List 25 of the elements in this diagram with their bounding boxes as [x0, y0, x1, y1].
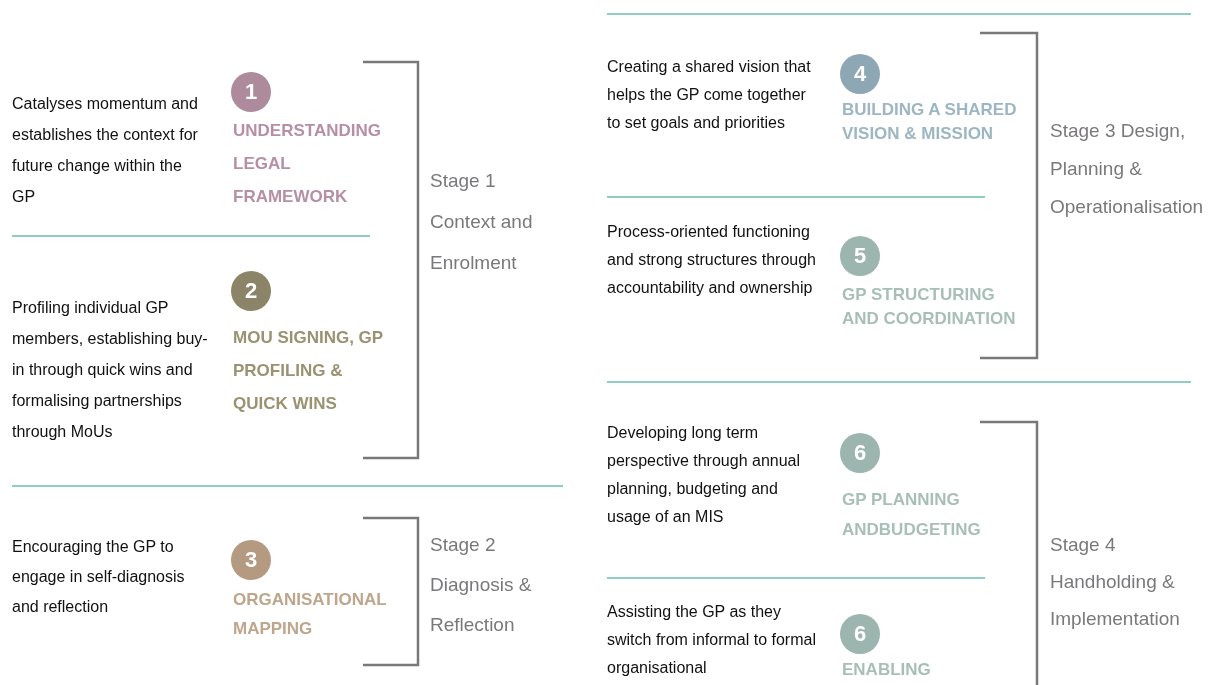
description-text: Catalyses momentum and establishes the context for future change within the GP: [12, 94, 199, 207]
step-title: ORGANISATIONAL MAPPING: [233, 589, 385, 640]
description-text: Creating a shared vision that helps the GP come together to set goals and priorities: [607, 57, 812, 133]
step-title: ENABLING: [842, 659, 932, 681]
stage-label: Stage 3 Design, Planning & Operationalisation: [1050, 119, 1205, 219]
stage-label: Stage 4 Handholding & Implementation: [1050, 533, 1181, 631]
step-title: BUILDING A SHARED VISION & MISSION: [842, 99, 1018, 145]
step-title: UNDERSTANDING LEGAL FRAMEWORK: [233, 120, 382, 208]
description-text: Developing long term perspective through annual planning, budgeting and usage of an MIS: [607, 423, 802, 527]
description-text: Assisting the GP as they switch from informal to formal organisational: [607, 602, 817, 678]
number-circle: 3: [231, 540, 271, 580]
step-title: MOU SIGNING, GP PROFILING & QUICK WINS: [233, 327, 384, 415]
step-title: GP STRUCTURING AND COORDINATION: [842, 284, 1017, 330]
description-text: Process-oriented functioning and strong structures through accountability and ownership: [607, 222, 817, 298]
number-circle: 6: [840, 614, 880, 654]
number-circle: 1: [231, 72, 271, 112]
description-text: Encouraging the GP to engage in self-diagnosis and reflection: [12, 537, 186, 617]
stage-label: Stage 1 Context and Enrolment: [430, 169, 534, 275]
number-circle: 5: [840, 236, 880, 276]
number-circle: 4: [840, 54, 880, 94]
step-title: GP PLANNING ANDBUDGETING: [842, 489, 982, 541]
number-circle: 6: [840, 433, 880, 473]
stage-label: Stage 2 Diagnosis & Reflection: [430, 533, 533, 637]
number-circle: 2: [231, 271, 271, 311]
description-text: Profiling individual GP members, establishing buy-in through quick wins and formalising partnerships through MoUs: [12, 298, 209, 442]
